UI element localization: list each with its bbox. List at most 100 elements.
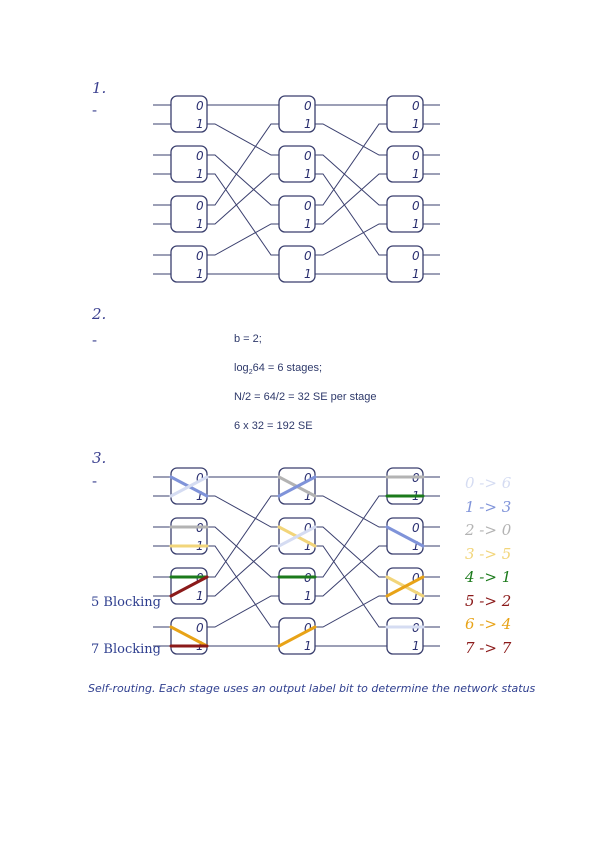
shuffle-wire [207, 123, 279, 156]
routing-path [277, 475, 317, 498]
legend-item: 7 -> 7 [465, 638, 512, 657]
legend-item: 0 -> 6 [465, 474, 512, 492]
legend-item: 3 -> 5 [465, 544, 512, 563]
switch-label-0: 0 [304, 149, 312, 163]
section-3-number: 3. [92, 449, 107, 467]
switching-element [386, 195, 424, 233]
shuffle-wire [315, 173, 387, 225]
switch-label-1: 1 [412, 639, 420, 653]
switch-label-1: 1 [412, 167, 420, 181]
switch-label-0: 0 [412, 99, 420, 113]
switch-label-1: 1 [196, 589, 204, 603]
shuffle-wire [315, 595, 387, 628]
figure-caption: Self-routing. Each stage uses an output … [88, 682, 536, 695]
switching-element [170, 145, 208, 183]
shuffle-wire [207, 545, 279, 628]
switch-label-1: 1 [196, 489, 204, 503]
shuffle-wire [315, 545, 387, 597]
shuffle-wire [207, 154, 279, 206]
shuffle-wire [315, 123, 387, 206]
shuffle-wire [207, 495, 279, 578]
switch-label-0: 0 [412, 571, 420, 585]
switch-label-0: 0 [196, 99, 204, 113]
switch-label-0: 0 [304, 471, 312, 485]
shuffle-wire [315, 154, 387, 206]
switch-label-0: 0 [412, 249, 420, 263]
switch-label-0: 0 [304, 621, 312, 635]
switching-element [386, 145, 424, 183]
switch-label-0: 0 [304, 521, 312, 535]
shuffle-wire [315, 223, 387, 256]
shuffle-wire [315, 123, 387, 156]
switch-label-1: 1 [412, 117, 420, 131]
shuffle-wire [207, 223, 279, 256]
switching-element [170, 95, 208, 133]
switch-label-1: 1 [304, 589, 312, 603]
switch-label-1: 1 [304, 489, 312, 503]
routing-path [385, 525, 425, 548]
routing-path [169, 575, 209, 598]
switch-label-0: 0 [196, 471, 204, 485]
section-3-bullet: - [92, 472, 98, 490]
legend-item: 2 -> 0 [465, 521, 512, 539]
switch-label-0: 0 [412, 521, 420, 535]
switch-label-0: 0 [196, 149, 204, 163]
section-1-number: 1. [92, 79, 107, 97]
section-2-number: 2. [92, 305, 107, 323]
switching-element [278, 145, 316, 183]
switch-label-1: 1 [304, 167, 312, 181]
switching-element [170, 245, 208, 283]
switch-label-1: 1 [412, 589, 420, 603]
routing-path [385, 575, 425, 598]
switch-label-0: 0 [412, 149, 420, 163]
section-1-bullet: - [92, 101, 98, 119]
switching-element [386, 245, 424, 283]
switch-label-0: 0 [196, 249, 204, 263]
switch-label-0: 0 [412, 199, 420, 213]
calc-line-3: N/2 = 64/2 = 32 SE per stage [234, 391, 377, 403]
shuffle-wire [207, 123, 279, 206]
shuffle-wire [207, 495, 279, 528]
shuffle-wire [207, 173, 279, 256]
switch-label-1: 1 [196, 217, 204, 231]
switch-label-1: 1 [304, 217, 312, 231]
switch-label-1: 1 [196, 167, 204, 181]
shuffle-wire [315, 495, 387, 528]
blocking-label-7: 7 Blocking [91, 642, 161, 657]
switch-label-0: 0 [196, 621, 204, 635]
shuffle-wire [207, 545, 279, 597]
routing-path [169, 475, 209, 498]
calc-line-2: log264 = 6 stages; [234, 362, 323, 377]
shuffle-wire [207, 595, 279, 628]
shuffle-wire [315, 173, 387, 256]
legend-item: 1 -> 3 [465, 497, 512, 516]
legend-item: 4 -> 1 [465, 568, 512, 586]
shuffle-wire [315, 526, 387, 578]
switching-element [170, 195, 208, 233]
shuffle-wire [207, 173, 279, 225]
legend-item: 5 -> 2 [465, 591, 512, 610]
switch-label-1: 1 [304, 539, 312, 553]
shuffle-wire [315, 495, 387, 578]
switch-label-1: 1 [304, 639, 312, 653]
switch-label-1: 1 [304, 117, 312, 131]
switch-label-0: 0 [304, 249, 312, 263]
section-2-bullet: - [92, 331, 98, 349]
switch-label-1: 1 [412, 539, 420, 553]
switch-label-1: 1 [196, 117, 204, 131]
switch-label-1: 1 [196, 267, 204, 281]
switching-element [278, 195, 316, 233]
shuffle-wire [315, 545, 387, 628]
switching-element [386, 95, 424, 133]
switch-label-1: 1 [412, 217, 420, 231]
routing-path [277, 525, 317, 548]
switch-label-1: 1 [304, 267, 312, 281]
switch-label-0: 0 [196, 199, 204, 213]
switching-element [278, 245, 316, 283]
switch-label-0: 0 [304, 99, 312, 113]
calc-line-4: 6 x 32 = 192 SE [234, 420, 313, 432]
blocking-label-5: 5 Blocking [91, 595, 161, 610]
